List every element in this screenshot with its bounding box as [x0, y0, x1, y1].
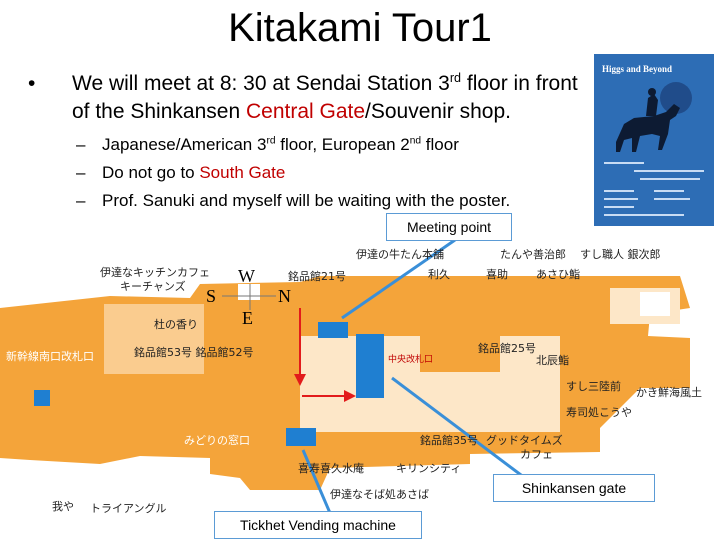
map-label: たんや善治郎: [500, 248, 566, 261]
map-label: 伊達なそば処あさば: [330, 488, 429, 501]
poster-text-line: [604, 214, 684, 216]
sub3-text: Prof. Sanuki and myself will be waiting …: [102, 191, 511, 210]
poster-text-line: [604, 190, 634, 192]
meeting-point-block: [318, 322, 348, 338]
bullet-sup: rd: [449, 71, 462, 85]
poster-title: Higgs and Beyond: [602, 64, 673, 74]
station-floor-plan: [0, 238, 690, 514]
map-label: 銘品館25号: [478, 342, 536, 355]
poster-text-line: [654, 198, 690, 200]
map-label: あさひ鮨: [536, 268, 580, 281]
map-label: キリンシティ: [396, 462, 462, 475]
main-bullet-text: We will meet at 8: 30 at Sendai Station …: [72, 70, 592, 126]
map-label: 利久: [428, 268, 450, 281]
map-label: 中央改札口: [388, 355, 434, 365]
bullet-text-3: /Souvenir shop.: [365, 100, 511, 123]
ticket-machine-block: [286, 428, 316, 446]
map-label: グッドタイムズ: [486, 434, 563, 447]
shop-block: [104, 304, 204, 374]
direction-arrow-head: [294, 374, 306, 386]
dash: –: [76, 135, 86, 154]
sub-bullet-2: –Do not go to South Gate: [76, 162, 285, 184]
map-label: キーチャンズ: [120, 280, 186, 293]
shinkansen-gate-pointer: [391, 376, 526, 480]
map-label: 寿司処こうや: [566, 406, 632, 419]
map-label: 我や: [52, 500, 74, 513]
central-gate-block: [356, 334, 384, 398]
bullet-text-1: We will meet at 8: 30 at Sendai Station …: [72, 72, 450, 95]
poster-text-line: [604, 206, 634, 208]
map-label: 北辰鮨: [536, 354, 569, 367]
shinkansen-gate-label: Shinkansen gate: [493, 474, 655, 502]
exit-block: [34, 390, 50, 406]
map-label: 銘品館21号: [288, 270, 346, 283]
poster-image: Higgs and Beyond: [594, 54, 714, 226]
south-gate-text: South Gate: [199, 163, 286, 182]
station-map: W S N E 伊達の牛たん本舗 たんや善治郎 すし職人 銀次郎 伊達なキッチン…: [0, 228, 720, 540]
compass-w: W: [238, 266, 255, 286]
poster-text-line: [654, 190, 684, 192]
compass-n: N: [278, 286, 291, 306]
map-label: かき鮮海風土: [636, 386, 702, 399]
ticket-machine-pointer: [301, 449, 332, 514]
shop-block: [640, 292, 670, 316]
ticket-vending-label: Tickhet Vending machine: [214, 511, 422, 539]
meeting-point-pointer: [341, 238, 456, 320]
map-label: カフェ: [520, 448, 553, 461]
meeting-point-label: Meeting point: [386, 213, 512, 241]
map-label: 銘品館35号: [420, 434, 478, 447]
map-label: 喜寿喜久水庵: [298, 462, 364, 475]
dash: –: [76, 163, 86, 182]
map-label: みどりの窓口: [184, 434, 250, 447]
sub1-c: floor: [421, 135, 459, 154]
compass-e: E: [242, 308, 253, 328]
map-label: 喜助: [486, 268, 508, 281]
poster-text-line: [604, 162, 644, 164]
direction-arrow-head: [344, 390, 356, 402]
bullet-text-2: floor in front of the Shinkansen: [72, 72, 578, 123]
dash: –: [76, 191, 86, 210]
poster-text-line: [634, 170, 704, 172]
sub-bullet-3: –Prof. Sanuki and myself will be waiting…: [76, 190, 510, 212]
sub-bullet-1: –Japanese/American 3rd floor, European 2…: [76, 134, 459, 156]
poster-text-line: [604, 198, 638, 200]
central-gate-text: Central Gate: [245, 100, 366, 123]
map-label: 杜の香り: [154, 318, 198, 331]
map-label: すし三陸前: [566, 380, 621, 393]
sub1-a: Japanese/American 3: [102, 135, 267, 154]
bullet-dot: •: [28, 72, 36, 95]
shop-block: [420, 332, 500, 372]
horse-rider-icon: [616, 82, 692, 152]
sub1-sup1: rd: [266, 135, 276, 147]
sub1-sup2: nd: [409, 135, 422, 147]
map-label: トライアングル: [90, 502, 167, 515]
compass-s: S: [206, 286, 217, 306]
slide-title: Kitakami Tour1: [228, 6, 492, 50]
sub1-b: floor, European 2: [275, 135, 410, 154]
map-label: 伊達なキッチンカフェ: [100, 266, 210, 279]
map-label: 新幹線南口改札口: [6, 350, 94, 363]
map-label: 銘品館53号 銘品館52号: [134, 346, 254, 359]
map-label: 伊達の牛たん本舗: [356, 248, 444, 261]
map-label: すし職人 銀次郎: [580, 248, 661, 261]
poster-text-line: [640, 178, 700, 180]
sub2-a: Do not go to: [102, 163, 200, 182]
